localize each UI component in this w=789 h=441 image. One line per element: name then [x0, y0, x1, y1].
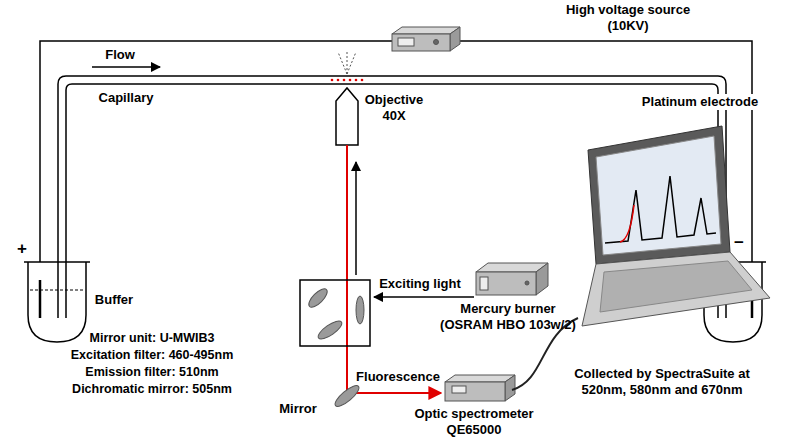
detection-window	[355, 79, 358, 82]
laptop-icon	[600, 261, 752, 312]
laptop-icon	[582, 252, 770, 326]
hv-source-icon	[392, 34, 450, 51]
device-label: High voltage source (10KV)	[565, 2, 692, 34]
spectrometer-icon	[452, 386, 466, 393]
mirror-unit	[356, 296, 364, 324]
hv-source-icon	[450, 27, 460, 51]
device-label: Mercury burner (OSRAM HBO 103w/2)	[439, 301, 577, 333]
mirror-unit	[316, 318, 345, 342]
spray-cone	[338, 50, 356, 74]
mirror-unit	[300, 280, 370, 346]
spectrometer-icon	[505, 375, 515, 401]
buffer-vial	[24, 261, 90, 263]
part-label: Objective 40X	[364, 92, 425, 124]
part-label: Buffer	[95, 292, 133, 308]
device-label: Optic spectrometer QE65000	[413, 406, 535, 438]
detection-window	[331, 79, 364, 82]
part-label: Platinum electrode	[639, 94, 761, 110]
spec-line: Dichromatic mirror: 505nm	[72, 381, 232, 397]
detection-window	[337, 79, 340, 82]
spray-cone	[347, 52, 356, 74]
mercury-burner-icon	[480, 277, 488, 290]
detection-window	[343, 79, 346, 82]
hv-wire	[40, 41, 392, 305]
laptop-icon	[620, 205, 634, 242]
mirror-unit	[306, 286, 330, 310]
hv-source-icon	[392, 27, 460, 51]
fluorescence-beam	[347, 145, 441, 393]
electrode	[39, 280, 42, 318]
exciting-light-arrow	[374, 296, 474, 298]
hv-source-icon	[434, 40, 439, 45]
polarity-sign: −	[734, 232, 744, 253]
buffer-vial	[30, 290, 84, 291]
note-text: Collected by SpectraSuite at 520nm, 580n…	[573, 366, 752, 398]
buffer-vial	[28, 262, 86, 342]
laptop-icon	[596, 136, 721, 255]
flow-arrow	[92, 66, 160, 68]
spectrometer-icon	[445, 375, 515, 382]
beam-label: Fluorescence	[356, 369, 440, 385]
beam-label: Exciting light	[379, 276, 461, 292]
spec-line: Mirror unit: U-MWIB3	[90, 330, 215, 346]
spec-line: Emission filter: 510nm	[85, 364, 218, 380]
polarity-sign: +	[17, 238, 27, 259]
buffer-vial	[24, 262, 90, 342]
spray-cone	[338, 52, 347, 74]
mercury-burner-icon	[476, 272, 536, 295]
hv-source-icon	[398, 38, 414, 46]
hv-source-icon	[392, 27, 460, 34]
spray-cone	[347, 50, 348, 74]
excitation-beam	[355, 162, 357, 275]
laptop-icon	[588, 126, 730, 264]
spectrometer-icon	[445, 382, 505, 401]
fold-mirror	[332, 383, 361, 410]
mercury-burner-icon	[536, 263, 548, 295]
mercury-burner-icon	[476, 263, 548, 295]
objective-lens	[336, 88, 358, 145]
laptop-icon	[582, 126, 770, 326]
mercury-burner-icon	[525, 281, 529, 285]
flow-label: Flow	[105, 47, 135, 63]
laptop-icon	[605, 176, 716, 243]
mirror-unit	[300, 280, 370, 346]
detection-window	[349, 79, 352, 82]
detection-window	[361, 79, 364, 82]
detection-window	[331, 79, 334, 82]
part-label: Mirror	[279, 401, 317, 417]
spectrometer-icon	[445, 375, 515, 401]
part-label: Capillary	[99, 90, 154, 106]
spec-line: Excitation filter: 460-495nm	[71, 347, 234, 363]
